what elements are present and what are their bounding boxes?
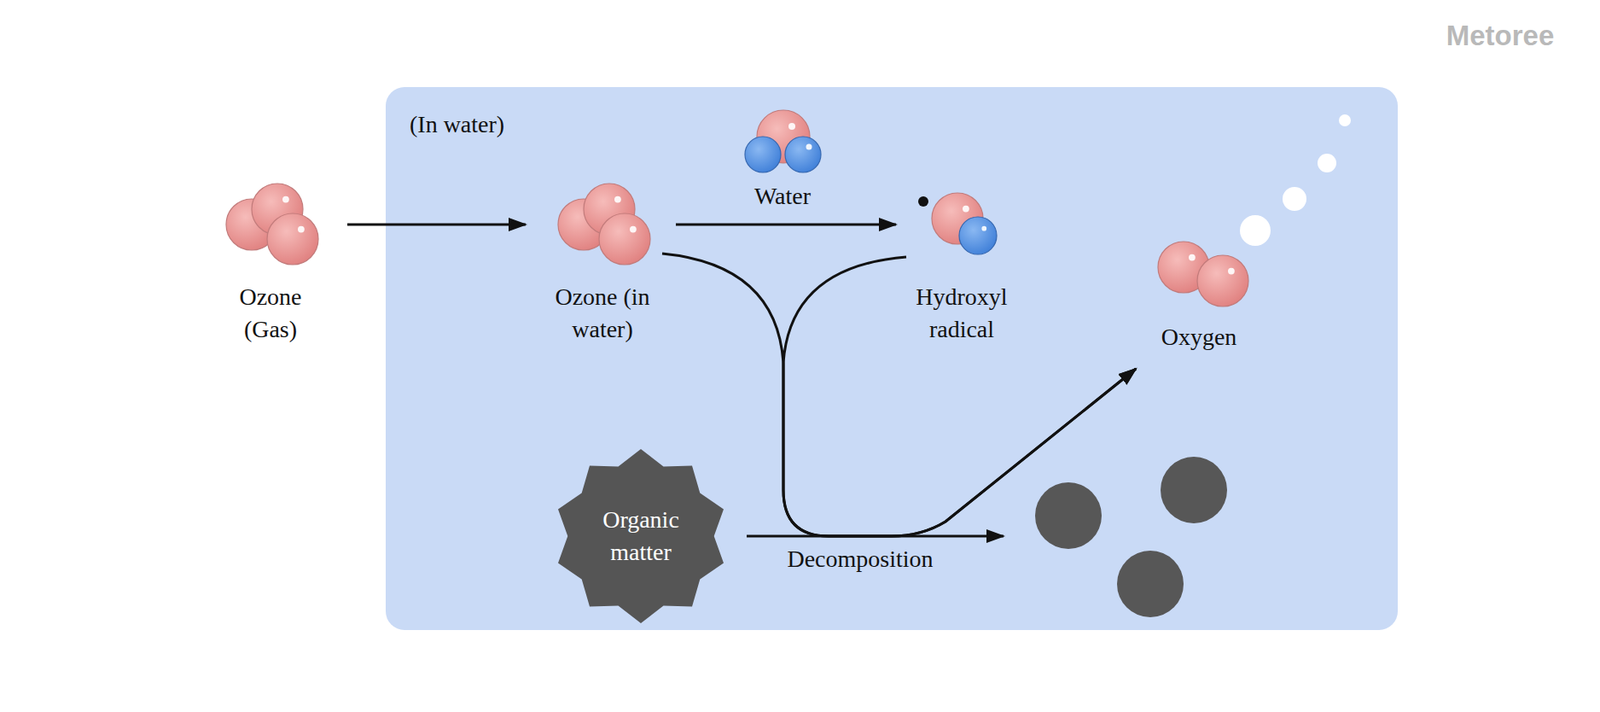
molecule-label: Ozone (Gas) <box>223 280 318 346</box>
molecule-node: Ozone (Gas) <box>223 173 318 346</box>
reaction-arrow <box>662 253 1136 536</box>
water-molecule <box>744 110 821 173</box>
molecule-node: Ozone (in water) <box>542 173 663 346</box>
water-region <box>385 87 1398 630</box>
molecule-label: Oxygen <box>1151 320 1247 354</box>
reaction-arrow <box>783 256 1136 536</box>
molecule-icon <box>901 171 1022 274</box>
shape-label: Organic matter <box>585 503 697 569</box>
molecule-node: Oxygen <box>1151 224 1247 354</box>
star-shape <box>553 448 728 623</box>
molecule-node: Hydroxyl radical <box>906 171 1018 346</box>
molecule-icon <box>1142 224 1263 327</box>
region-label: (In water) <box>409 108 505 141</box>
molecule-icon <box>542 173 663 276</box>
molecule-icon <box>210 173 331 276</box>
watermark: Metoree <box>1446 19 1555 53</box>
reaction-arrow <box>347 223 526 227</box>
decomposition-products <box>1035 456 1228 617</box>
edge-label: Water <box>754 180 811 213</box>
oxygen-bubbles <box>1239 114 1351 246</box>
process-label: Decomposition <box>786 542 933 576</box>
molecule-label: Hydroxyl radical <box>906 280 1018 346</box>
organic-matter-star: Organic matter <box>553 448 728 623</box>
molecule-label: Ozone (in water) <box>542 280 663 346</box>
reaction-arrow <box>675 223 896 227</box>
